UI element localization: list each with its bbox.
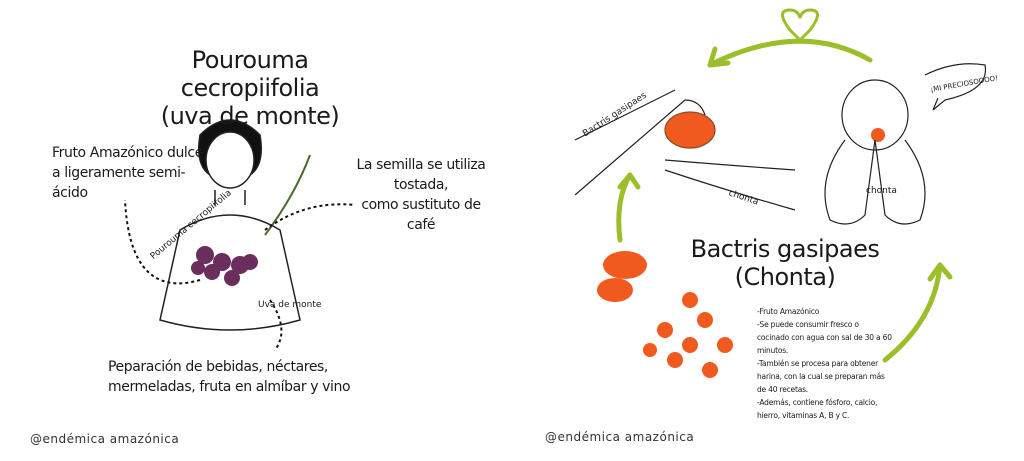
chonta-info: -Fruto Amazónico -Se puede consumir fres…: [757, 307, 892, 420]
hand-label: Uva de monte: [258, 300, 322, 310]
dotted-arrows-left: [124, 199, 356, 351]
body-chonta-label: chonta: [866, 186, 897, 196]
heart-icon: [781, 8, 819, 43]
right-title: Bactris gasipaes (Chonta): [690, 235, 880, 291]
chonta-fruit-cluster: [597, 251, 733, 378]
left-title: Pourouma cecropiifolia (uva de monte): [160, 46, 340, 130]
person-illustration-right: [824, 63, 987, 225]
watermark-right: @endémica amazónica: [545, 430, 695, 444]
left-note-taste: Fruto Amazónico dulce a ligeramente semi…: [52, 145, 203, 201]
hands-bowl-illustration: [574, 89, 796, 211]
cycle-arrows: [616, 38, 953, 363]
grapes-icon: [191, 246, 258, 286]
left-note-seed: La semilla se utiliza tostada, como sust…: [356, 157, 486, 233]
watermark-left: @endémica amazónica: [30, 432, 180, 446]
branch-icon: [264, 154, 311, 236]
left-note-uses: Peparación de bebidas, néctares, mermela…: [108, 359, 351, 395]
